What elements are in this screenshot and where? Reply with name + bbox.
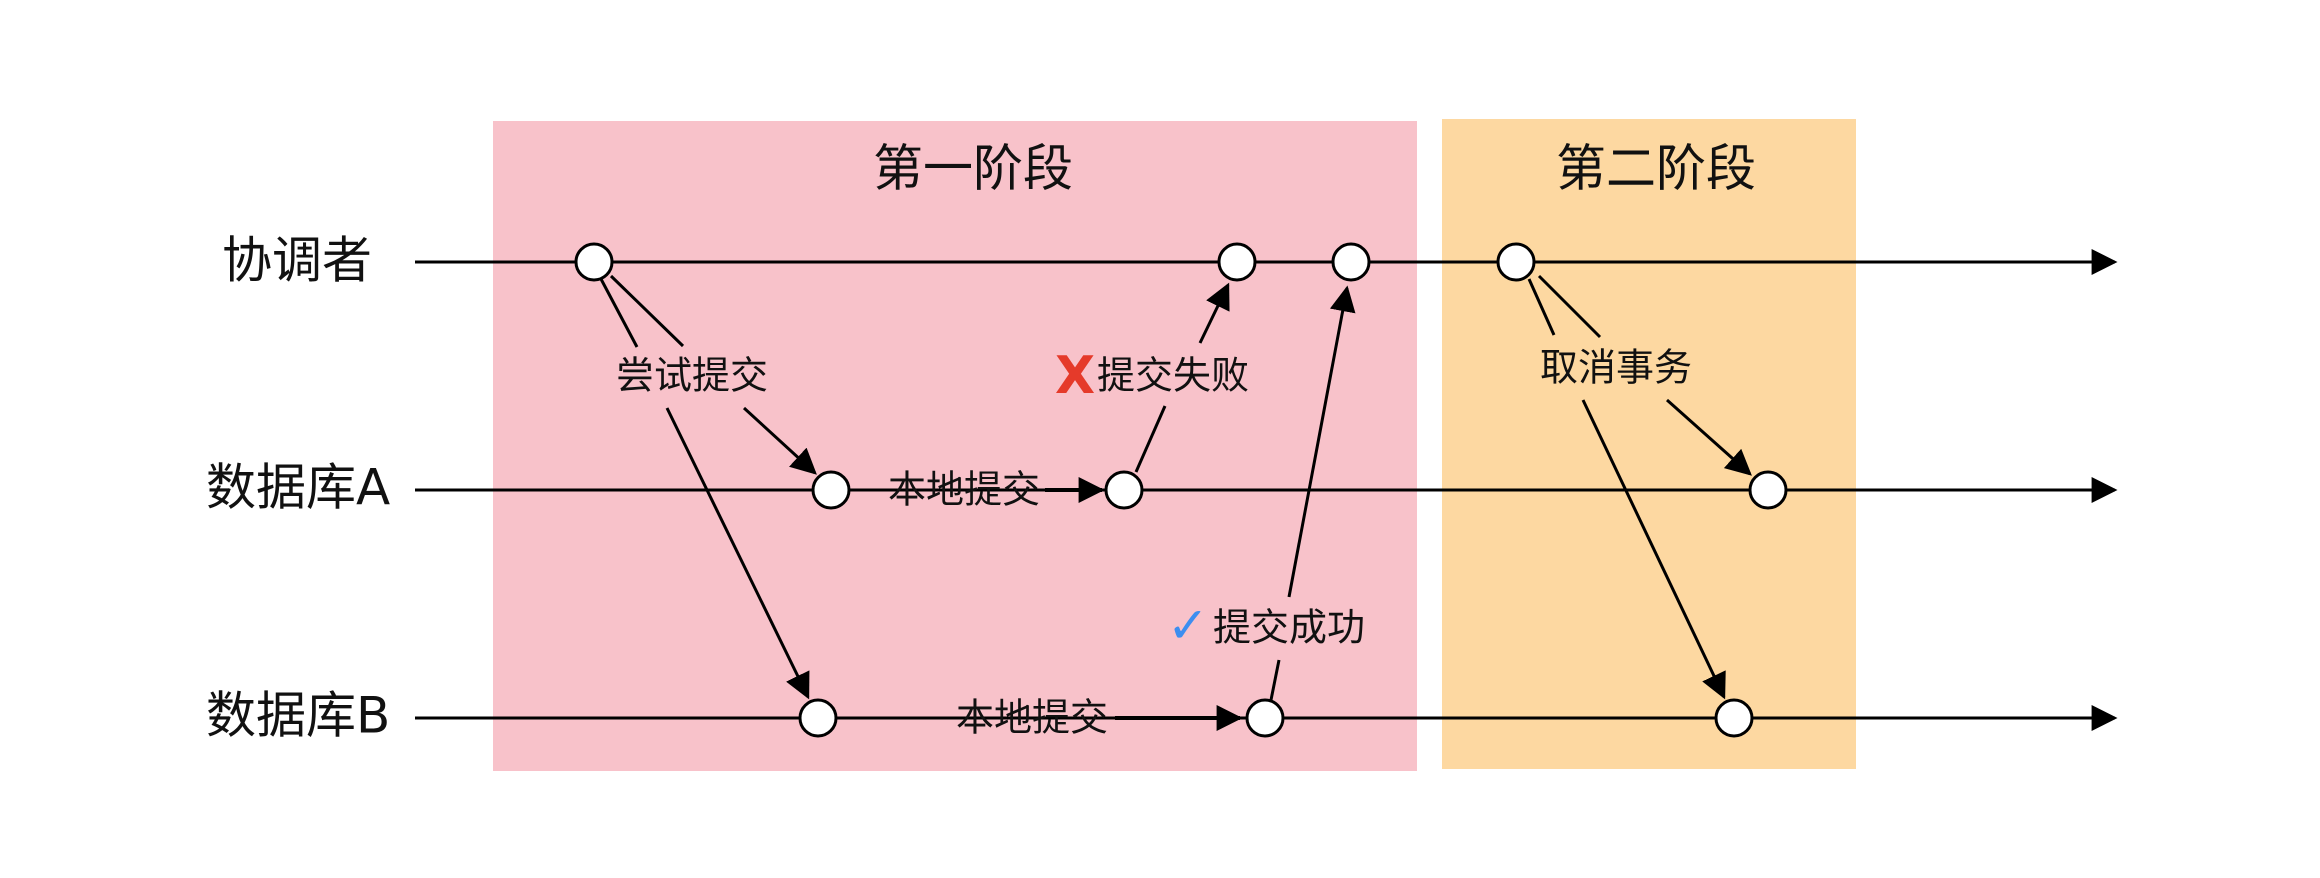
label-commit-success: 提交成功 bbox=[1213, 606, 1365, 650]
edge-try-commit-tick-1 bbox=[599, 278, 639, 348]
node-coordinator-fail-received bbox=[1217, 242, 1257, 282]
edge-commit-success-lower bbox=[1269, 659, 1281, 701]
node-db-a-commit bbox=[1104, 470, 1144, 510]
edge-cancel-to-db-b bbox=[1581, 399, 1726, 700]
label-try-commit: 尝试提交 bbox=[616, 354, 768, 398]
node-db-a-cancel bbox=[1748, 470, 1788, 510]
phase1-region bbox=[493, 121, 1417, 771]
node-db-b-receive bbox=[798, 698, 838, 738]
edge-try-commit-to-db-a bbox=[742, 406, 817, 475]
node-db-a-receive bbox=[811, 470, 851, 510]
node-coordinator-success-received bbox=[1331, 242, 1371, 282]
lane-label-coordinator: 协调者 bbox=[222, 232, 372, 290]
node-coordinator-cancel bbox=[1496, 242, 1536, 282]
label-cancel-transaction: 取消事务 bbox=[1540, 346, 1692, 390]
phase2-title: 第二阶段 bbox=[1556, 140, 1756, 198]
edge-try-commit-tick-2 bbox=[609, 274, 685, 348]
label-local-commit-a: 本地提交 bbox=[888, 468, 1040, 512]
fail-mark: X bbox=[1055, 346, 1095, 406]
edge-commit-failed-upper bbox=[1198, 282, 1230, 344]
edge-cancel-tick-2 bbox=[1537, 274, 1602, 339]
phase2-region bbox=[1442, 119, 1856, 769]
lane-label-db-b: 数据库B bbox=[206, 687, 390, 745]
node-coordinator-start bbox=[574, 242, 614, 282]
edge-commit-success-upper bbox=[1287, 285, 1356, 598]
edge-cancel-to-db-a bbox=[1666, 398, 1752, 476]
label-local-commit-b: 本地提交 bbox=[956, 696, 1108, 740]
edge-cancel-tick-1 bbox=[1527, 278, 1556, 336]
label-commit-failed: 提交失败 bbox=[1097, 354, 1249, 398]
node-db-b-cancel bbox=[1714, 698, 1754, 738]
success-mark: ✓ bbox=[1167, 597, 1209, 655]
node-db-b-commit bbox=[1245, 698, 1285, 738]
lane-label-db-a: 数据库A bbox=[206, 459, 390, 517]
edge-try-commit-to-db-b bbox=[665, 407, 810, 700]
edge-commit-failed-lower bbox=[1134, 405, 1167, 473]
phase1-title: 第一阶段 bbox=[873, 140, 1073, 198]
